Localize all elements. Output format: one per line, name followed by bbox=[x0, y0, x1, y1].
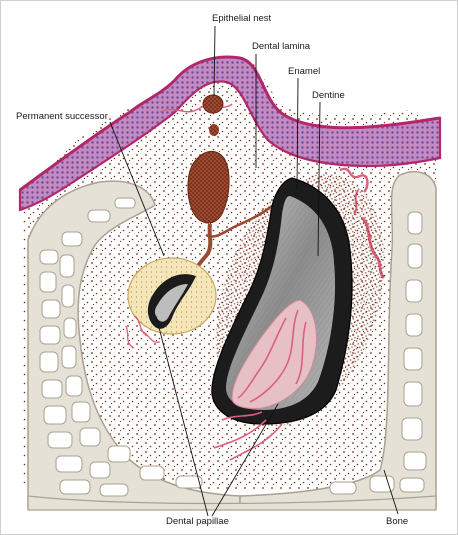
lamina-main bbox=[188, 151, 229, 223]
label-enamel: Enamel bbox=[288, 67, 320, 77]
label-dental-lamina: Dental lamina bbox=[252, 42, 310, 52]
epithelial-nest-blob-1 bbox=[203, 95, 223, 113]
label-dentine: Dentine bbox=[312, 91, 345, 101]
label-permanent-successor: Permanent successor bbox=[16, 112, 108, 122]
label-bone: Bone bbox=[386, 517, 408, 527]
label-epithelial-nest: Epithelial nest bbox=[212, 14, 271, 24]
label-dental-papillae: Dental papillae bbox=[166, 517, 229, 527]
